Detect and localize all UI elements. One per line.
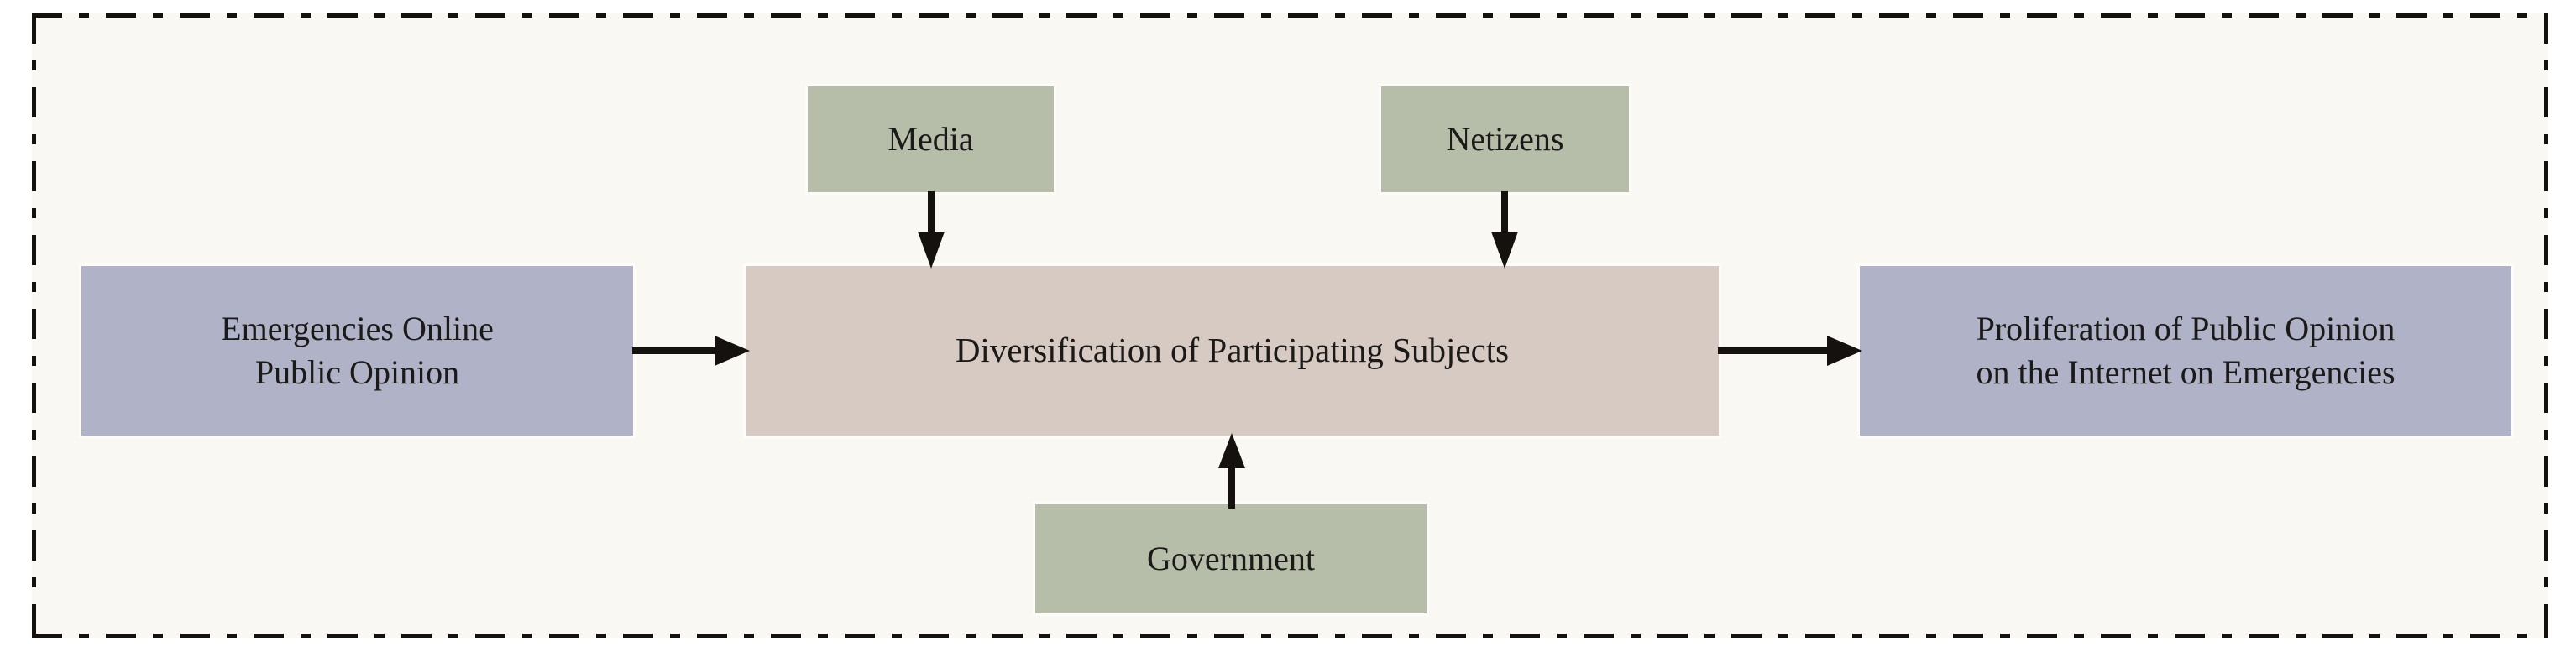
arrow-center-to-outcome-icon [1718, 329, 1862, 373]
frame-edge-top [32, 13, 2548, 18]
arrow-source-to-center-icon [632, 329, 750, 373]
node-label-outcome: Proliferation of Public Opinion on the I… [1976, 310, 2395, 391]
arrow-media-to-center-icon [909, 191, 953, 269]
node-label-netizens: Netizens [1446, 120, 1564, 158]
frame-edge-bottom [32, 634, 2548, 638]
node-label-source: Emergencies Online Public Opinion [221, 310, 494, 391]
node-emergencies-online-public-opinion: Emergencies Online Public Opinion [81, 266, 633, 436]
node-netizens: Netizens [1381, 86, 1629, 192]
arrow-netizens-to-center-icon [1483, 191, 1526, 269]
node-media: Media [808, 86, 1054, 192]
arrow-government-to-center-icon [1210, 433, 1254, 509]
node-government: Government [1035, 504, 1427, 613]
node-proliferation-of-public-opinion: Proliferation of Public Opinion on the I… [1860, 266, 2511, 436]
node-label-center: Diversification of Participating Subject… [955, 331, 1510, 370]
frame-edge-right [2544, 13, 2548, 638]
node-label-government: Government [1147, 540, 1315, 577]
frame-edge-left [32, 13, 36, 638]
node-diversification-of-participating-subjects: Diversification of Participating Subject… [746, 266, 1719, 436]
node-label-media: Media [887, 120, 974, 158]
